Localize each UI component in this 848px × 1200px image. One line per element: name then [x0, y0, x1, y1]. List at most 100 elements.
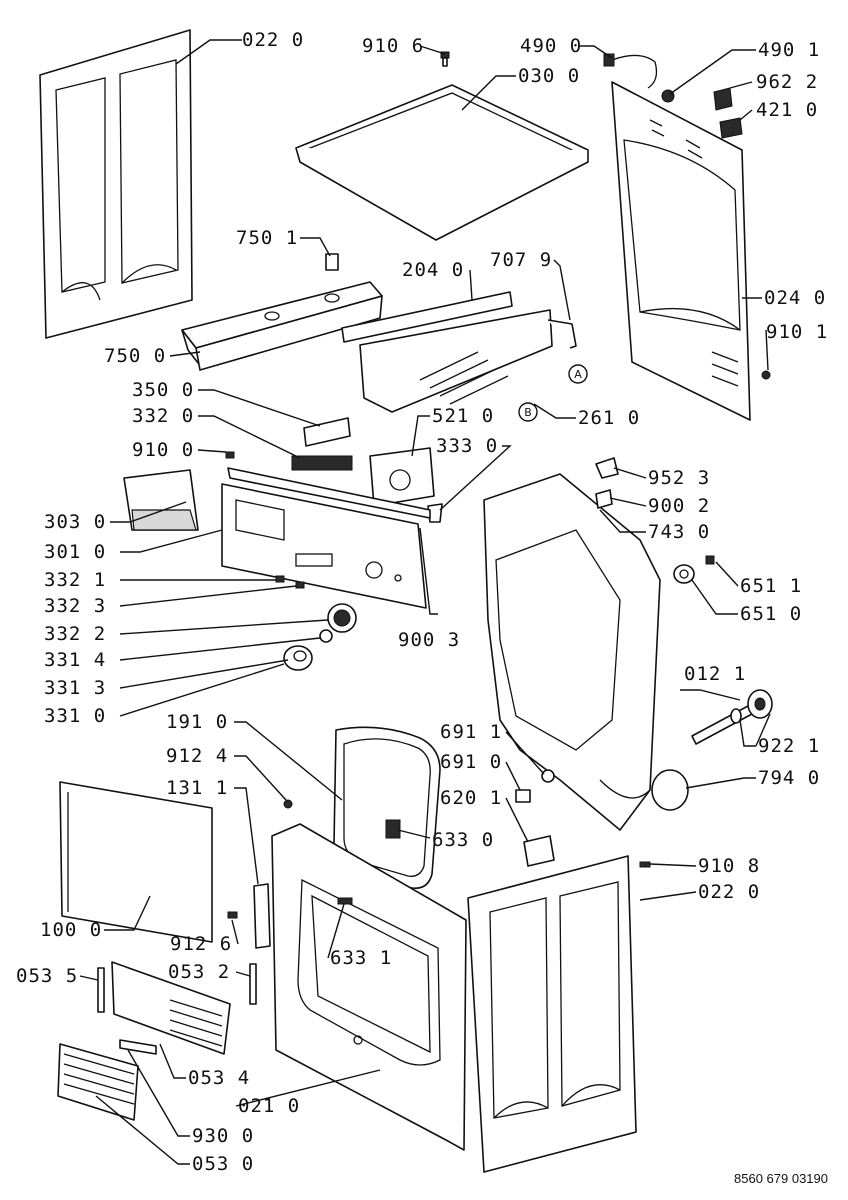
- callout-label: 521 0: [432, 405, 494, 427]
- callout-label: 620 1: [440, 787, 502, 809]
- filter-housing: [111, 961, 231, 1055]
- callout-label: 331 3: [44, 677, 106, 699]
- screw: [227, 911, 238, 919]
- marker-a: A: [568, 364, 588, 384]
- callout-label: 261 0: [578, 407, 640, 429]
- callout-label: 053 5: [16, 965, 78, 987]
- top-cover: [295, 84, 589, 241]
- callout-label: 191 0: [166, 711, 228, 733]
- knob-ring: [327, 603, 357, 633]
- dispenser-housing: [341, 291, 553, 413]
- door-lock: [523, 835, 555, 867]
- bushing: [515, 789, 531, 803]
- bracket: [547, 319, 577, 349]
- sensor: [595, 457, 619, 479]
- callout-label: 900 2: [648, 495, 710, 517]
- callout-label: 750 1: [236, 227, 298, 249]
- foot: [325, 253, 339, 271]
- callout-label: 332 1: [44, 569, 106, 591]
- marker-b: B: [518, 402, 538, 422]
- control-rail: [227, 467, 431, 519]
- callout-label: 490 1: [758, 39, 820, 61]
- filter-block: [719, 117, 743, 139]
- roller: [673, 564, 695, 584]
- front-bearing-shield: [483, 473, 661, 831]
- hinge-pin: [337, 897, 353, 905]
- callout-label: 910 8: [698, 855, 760, 877]
- callout-label: 922 1: [758, 735, 820, 757]
- callout-label: 912 4: [166, 745, 228, 767]
- callout-label: 030 0: [518, 65, 580, 87]
- callout-label: 651 1: [740, 575, 802, 597]
- electronic-board: [369, 447, 435, 507]
- marker-a-label: A: [574, 368, 582, 381]
- side-panel-right: [467, 855, 637, 1173]
- callout-label: 794 0: [758, 767, 820, 789]
- screw: [225, 451, 235, 459]
- front-panel: [271, 823, 467, 1151]
- label-plate: [303, 417, 351, 447]
- control-panel: [221, 483, 427, 609]
- callout-label: 333 0: [436, 435, 498, 457]
- hinge-plate: [253, 883, 271, 949]
- push-buttons: [291, 455, 353, 471]
- callout-label: 750 0: [104, 345, 166, 367]
- kickplate-panel: [59, 781, 213, 943]
- clip: [595, 489, 613, 509]
- callout-label: 912 6: [170, 933, 232, 955]
- callout-label: 633 0: [432, 829, 494, 851]
- button: [275, 575, 285, 583]
- callout-label: 204 0: [402, 259, 464, 281]
- callout-label: 100 0: [40, 919, 102, 941]
- top-frame: [181, 281, 383, 371]
- shaft-assembly: [691, 689, 773, 745]
- callout-label: 930 0: [192, 1125, 254, 1147]
- filter-grille: [57, 1043, 139, 1121]
- callout-labels: 022 0 910 6 030 0 490 0 490 1 962 2 421 …: [16, 29, 827, 1175]
- latch: [119, 1039, 157, 1055]
- door-hinge: [385, 819, 401, 839]
- knob: [283, 645, 313, 671]
- pin: [97, 967, 105, 1013]
- callout-label: 910 6: [362, 35, 424, 57]
- marker-b-label: B: [524, 406, 532, 419]
- callout-label: 743 0: [648, 521, 710, 543]
- callout-label: 910 0: [132, 439, 194, 461]
- callout-label: 691 1: [440, 721, 502, 743]
- callout-label: 651 0: [740, 603, 802, 625]
- callout-label: 332 0: [132, 405, 194, 427]
- roller-axle: [705, 555, 715, 565]
- detergent-drawer: [123, 469, 199, 531]
- callout-label: 421 0: [756, 99, 818, 121]
- callout-label: 053 4: [188, 1067, 250, 1089]
- callout-label: 350 0: [132, 379, 194, 401]
- leader-lines: [79, 39, 771, 1165]
- callout-label: 053 0: [192, 1153, 254, 1175]
- callout-label: 012 1: [684, 663, 746, 685]
- callout-label: 633 1: [330, 947, 392, 969]
- callout-label: 952 3: [648, 467, 710, 489]
- button: [295, 581, 305, 589]
- bolt: [249, 963, 257, 1005]
- power-cord: [603, 53, 658, 89]
- callout-label: 331 0: [44, 705, 106, 727]
- callout-label: 900 3: [398, 629, 460, 651]
- callout-label: 022 0: [698, 881, 760, 903]
- suppressor-capacitor: [713, 87, 733, 111]
- rear-panel: [611, 81, 751, 421]
- callout-label: 490 0: [520, 35, 582, 57]
- callout-label: 691 0: [440, 751, 502, 773]
- belt: [651, 769, 689, 811]
- screw: [283, 799, 293, 809]
- knob-insert: [319, 629, 333, 643]
- callout-label: 331 4: [44, 649, 106, 671]
- bushing: [541, 769, 555, 783]
- callout-label: 024 0: [764, 287, 826, 309]
- callout-label: 332 3: [44, 595, 106, 617]
- document-number: 8560 679 03190: [734, 1171, 828, 1186]
- callout-label: 303 0: [44, 511, 106, 533]
- screw: [639, 861, 651, 868]
- callout-label: 022 0: [242, 29, 304, 51]
